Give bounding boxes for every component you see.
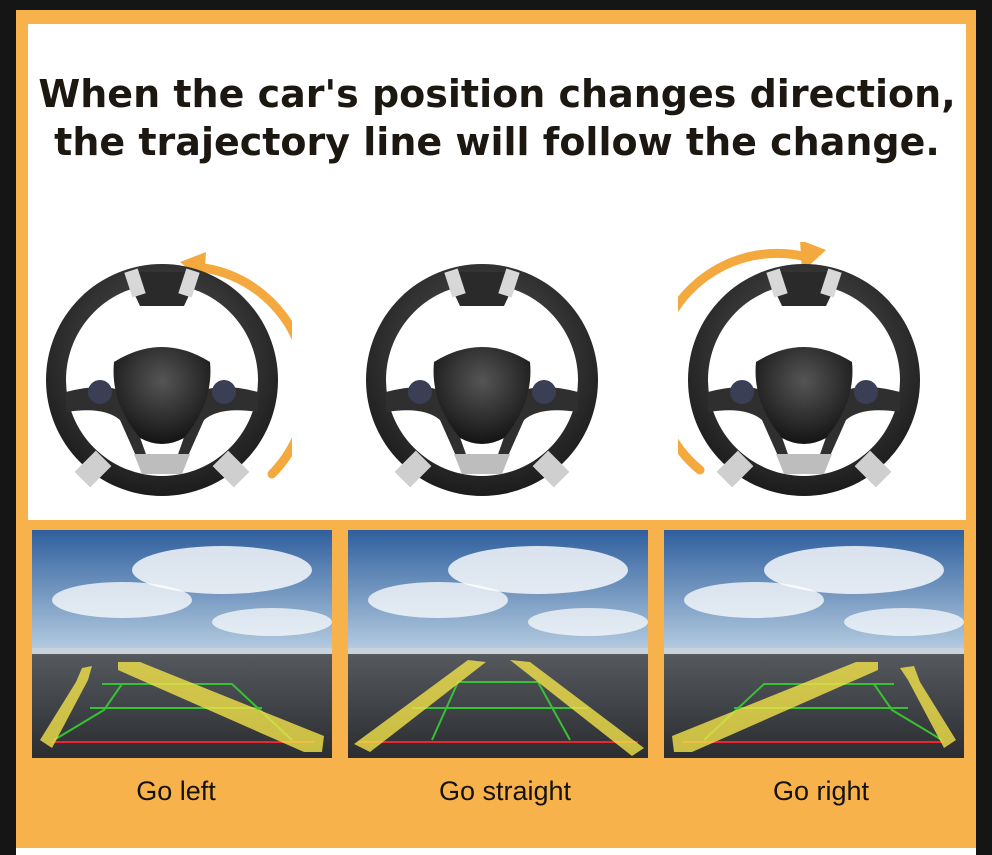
steering-wheel-icon <box>46 264 278 496</box>
caption-go-straight: Go straight <box>438 776 572 806</box>
camera-views <box>16 530 976 770</box>
steering-wheel-straight <box>364 242 612 502</box>
trajectory-lines <box>354 660 644 756</box>
steering-wheel-icon <box>688 264 920 496</box>
steering-panel: When the car's position changes directio… <box>28 24 966 520</box>
trajectory-lines <box>40 662 324 752</box>
trajectory-lines <box>672 662 956 752</box>
camera-view-left <box>32 530 332 758</box>
steering-wheel-icon <box>366 264 598 496</box>
steering-wheel-left <box>44 242 292 502</box>
steering-wheel-right <box>678 242 926 502</box>
caption-go-left: Go left <box>136 776 216 806</box>
headline: When the car's position changes directio… <box>28 70 966 166</box>
camera-view-right <box>664 530 964 758</box>
camera-view-straight <box>348 530 648 758</box>
infographic-frame: When the car's position changes directio… <box>16 10 976 855</box>
headline-line-2: the trajectory line will follow the chan… <box>54 120 940 164</box>
bottom-strip <box>16 848 976 855</box>
caption-go-right: Go right <box>772 776 870 806</box>
headline-line-1: When the car's position changes directio… <box>38 72 956 116</box>
